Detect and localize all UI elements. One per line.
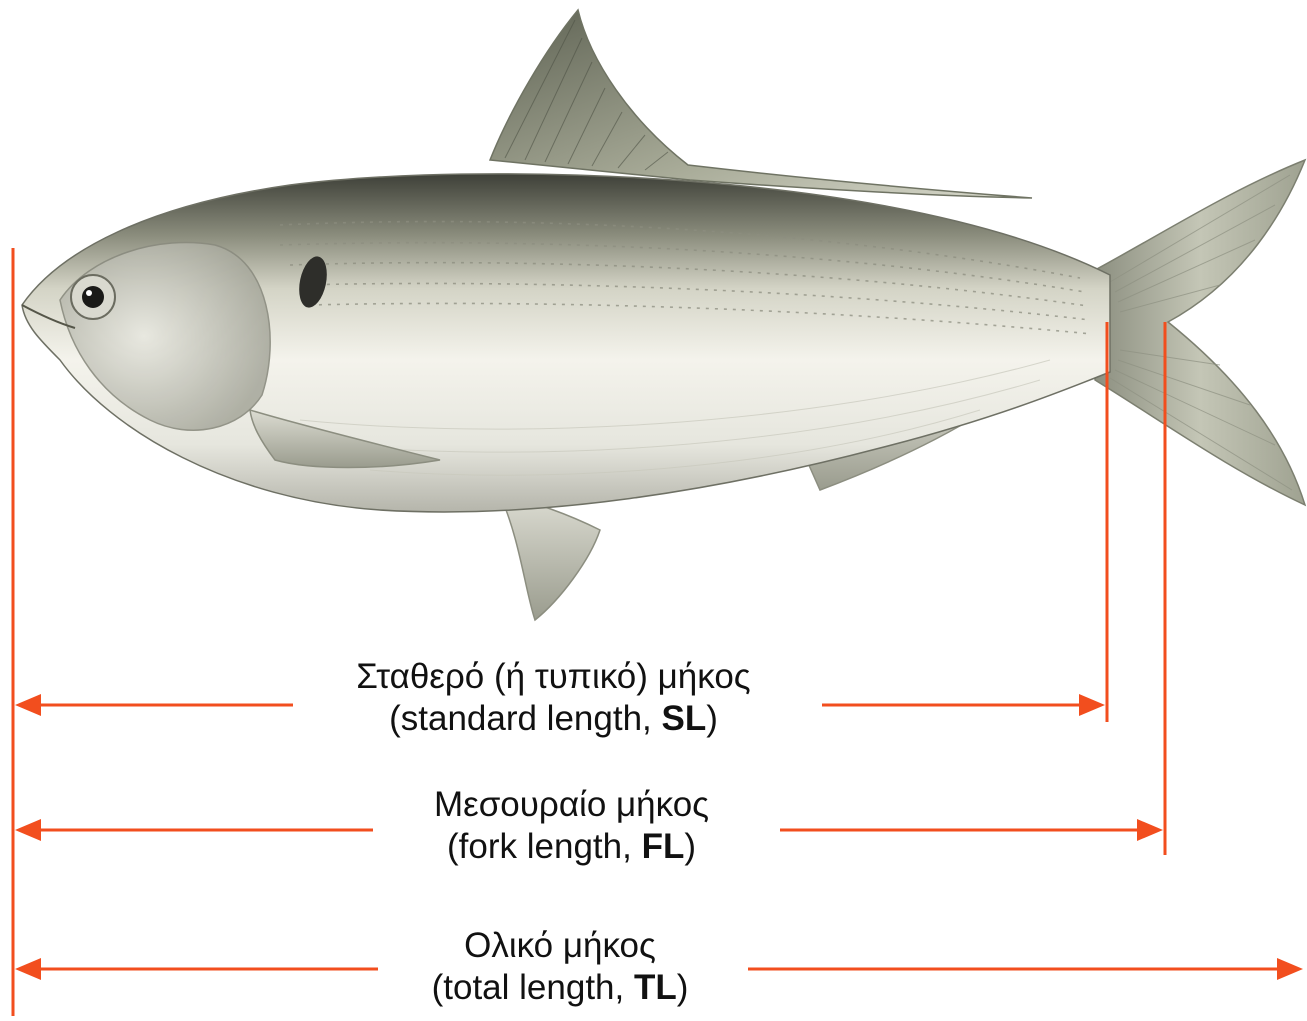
label-standard-length: Σταθερό (ή τυπικό) μήκος (standard lengt… (0, 656, 1107, 740)
total-length-right-arrowhead (1277, 958, 1303, 980)
fish-illustration (22, 10, 1305, 620)
label-fork-length: Μεσουραίο μήκος (fork length, FL) (0, 784, 1143, 868)
label-total-length-greek: Ολικό μήκος (0, 925, 1120, 967)
eye-pupil (82, 286, 104, 308)
label-standard-length-english: (standard length, SL) (0, 698, 1107, 740)
tail-fin (1095, 160, 1305, 505)
gill-cover (60, 242, 270, 430)
label-total-length: Ολικό μήκος (total length, TL) (0, 925, 1120, 1009)
eye-highlight (86, 290, 92, 296)
label-standard-length-greek: Σταθερό (ή τυπικό) μήκος (0, 656, 1107, 698)
label-fork-length-greek: Μεσουραίο μήκος (0, 784, 1143, 826)
label-total-length-english: (total length, TL) (0, 967, 1120, 1009)
abbr-fl: FL (642, 827, 685, 866)
label-fork-length-english: (fork length, FL) (0, 826, 1143, 868)
dorsal-fin (490, 10, 1032, 198)
abbr-tl: TL (634, 968, 677, 1007)
pelvic-fin (500, 495, 600, 620)
abbr-sl: SL (662, 699, 707, 738)
